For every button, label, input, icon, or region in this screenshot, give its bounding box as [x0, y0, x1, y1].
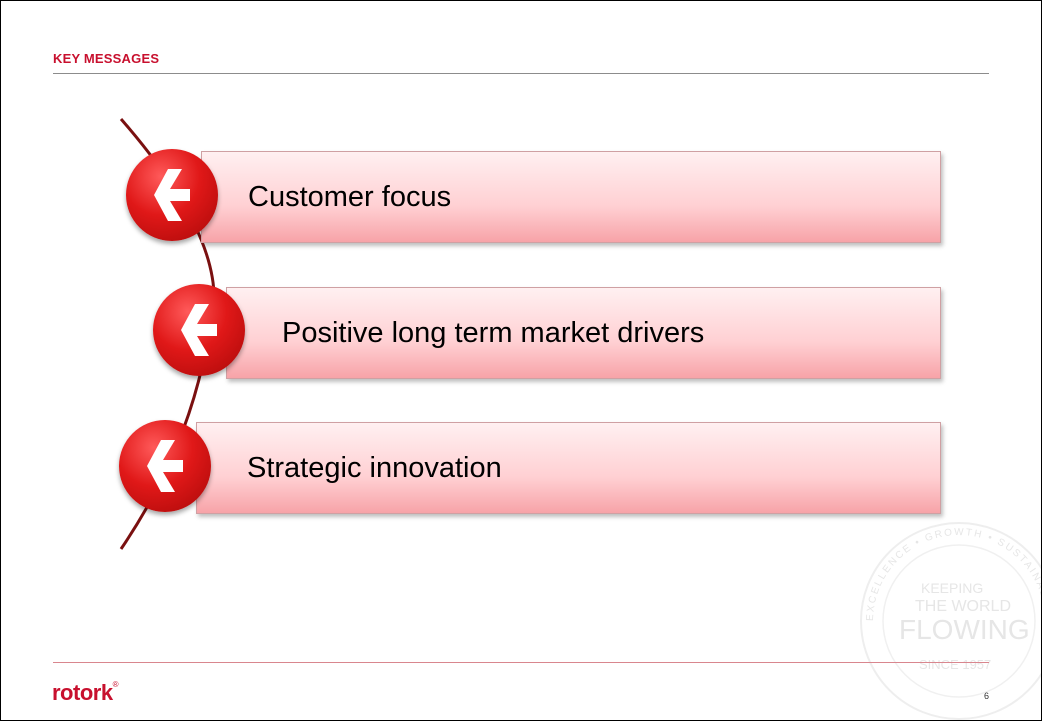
- message-badge: [153, 284, 245, 376]
- page-number: 6: [984, 691, 990, 701]
- message-badge: [119, 420, 211, 512]
- message-box-strategic-innovation: Strategic innovation: [196, 422, 941, 514]
- message-badge: [126, 149, 218, 241]
- footer-divider: [53, 662, 989, 663]
- message-label: Positive long term market drivers: [282, 316, 705, 349]
- arrow-left-icon: [147, 440, 183, 492]
- logo-mark: ®: [112, 680, 119, 689]
- watermark-seal: EXCELLENCE • GROWTH • SUSTAINABILITY KEE…: [860, 522, 1041, 720]
- message-box-market-drivers: Positive long term market drivers: [226, 287, 941, 379]
- svg-text:THE WORLD: THE WORLD: [915, 598, 1011, 615]
- rotork-logo: rotork®: [52, 680, 119, 706]
- arrow-left-icon: [154, 169, 190, 221]
- message-box-customer-focus: Customer focus: [201, 151, 941, 243]
- svg-text:SINCE 1957: SINCE 1957: [919, 657, 991, 672]
- title-divider: [53, 73, 989, 74]
- slide-title: KEY MESSAGES: [53, 51, 160, 66]
- arrow-left-icon: [181, 304, 217, 356]
- svg-text:FLOWING: FLOWING: [899, 614, 1030, 645]
- logo-text: rotork: [52, 680, 113, 705]
- svg-text:KEEPING: KEEPING: [921, 580, 983, 596]
- message-label: Strategic innovation: [247, 451, 502, 484]
- message-label: Customer focus: [248, 180, 452, 213]
